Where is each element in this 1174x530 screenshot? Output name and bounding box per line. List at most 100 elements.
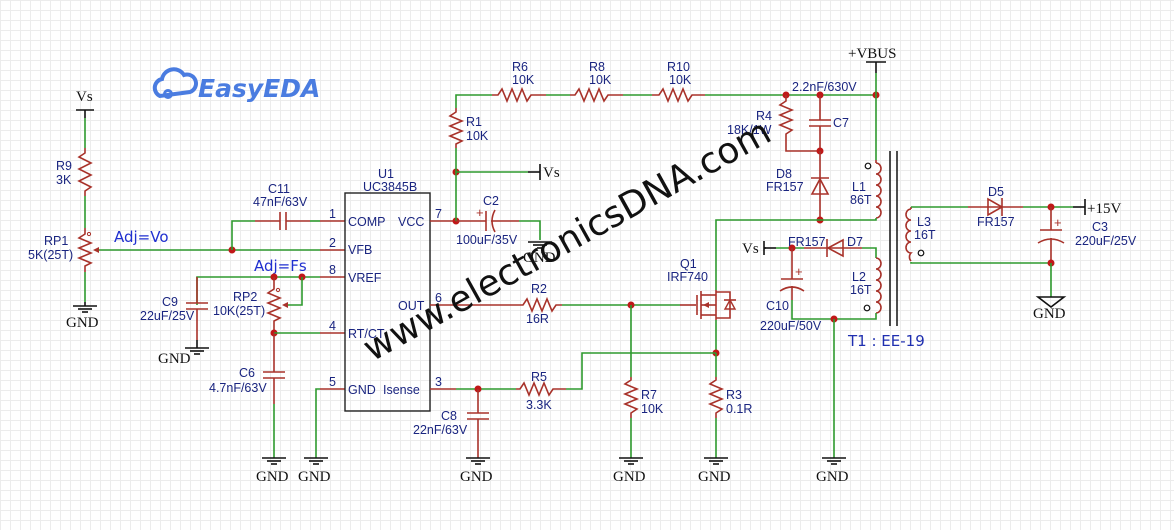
pin-name: VREF <box>348 271 382 285</box>
pin-number: 7 <box>435 207 442 221</box>
ground-symbol: GND <box>816 457 849 485</box>
pin-name: VFB <box>348 243 372 257</box>
rp1-ref: RP1 <box>44 234 68 248</box>
r10-ref: R10 <box>667 60 690 74</box>
pin-number: 1 <box>329 207 336 221</box>
diode-d8[interactable]: D8 FR157 <box>766 151 830 220</box>
gnd-label: GND <box>158 351 191 367</box>
capacitor-c2[interactable]: + C2 100uF/35V <box>456 194 519 247</box>
capacitor-c9[interactable]: C9 22uF/25V <box>140 277 208 340</box>
d8-value: FR157 <box>766 180 804 194</box>
rp2-value: 10K(25T) <box>213 304 265 318</box>
inductor-l1[interactable]: L1 86T <box>850 160 882 219</box>
c2-ref: C2 <box>483 194 499 208</box>
r5-value: 3.3K <box>526 398 552 412</box>
pin-number: 6 <box>435 291 442 305</box>
capacitor-c6[interactable]: C6 4.7nF/63V <box>209 333 285 404</box>
resistor-r9[interactable]: R9 3K <box>56 148 93 196</box>
r8-value: 10K <box>589 73 612 87</box>
diode-d5[interactable]: D5 FR157 <box>968 185 1023 229</box>
pin-number: 2 <box>329 236 336 250</box>
r8-ref: R8 <box>589 60 605 74</box>
net-label-15v: +15V <box>1087 201 1121 217</box>
ground-symbol: GND <box>298 457 331 485</box>
c3-ref: C3 <box>1092 220 1108 234</box>
pin-number: 4 <box>329 319 336 333</box>
capacitor-c8[interactable]: C8 22nF/63V <box>413 389 489 458</box>
pin-name: RT/CT <box>348 327 385 341</box>
d7-ref: D7 <box>847 235 863 249</box>
resistor-r2[interactable]: R2 16R <box>520 282 562 326</box>
logo-text: EasyEDA <box>198 74 320 103</box>
net-label-vbus: +VBUS <box>848 46 896 62</box>
r2-value: 16R <box>526 312 549 326</box>
pin-name: VCC <box>398 215 424 229</box>
d8-ref: D8 <box>776 167 792 181</box>
q1-value: IRF740 <box>667 270 708 284</box>
mosfet-q1[interactable]: Q1 IRF740 <box>667 257 737 320</box>
gnd-label: GND <box>256 469 289 485</box>
u1-ref: U1 <box>378 167 394 181</box>
resistor-r1[interactable]: R1 10K <box>447 108 489 148</box>
c11-ref: C11 <box>268 182 290 196</box>
ground-symbol: GND <box>1033 296 1067 322</box>
d5-ref: D5 <box>988 185 1004 199</box>
gnd-label: GND <box>66 315 99 331</box>
r9-ref: R9 <box>56 159 72 173</box>
resistor-r8[interactable]: R8 10K <box>570 60 623 104</box>
c10-ref: C10 <box>766 299 789 313</box>
r5-ref: R5 <box>531 370 547 384</box>
c8-ref: C8 <box>441 409 457 423</box>
adj-fs-label: Adj=Fs <box>254 257 307 275</box>
capacitor-c3[interactable]: + C3 220uF/25V <box>1037 207 1137 263</box>
d5-value: FR157 <box>977 215 1015 229</box>
c11-value: 47nF/63V <box>253 195 308 209</box>
resistor-r5[interactable]: R5 3.3K <box>516 370 566 412</box>
pin-name: Isense <box>383 383 420 397</box>
pin-number: 8 <box>329 263 336 277</box>
ic-u1[interactable]: U1 UC3845B 1 COMP 2 VFB 8 VREF 4 RT/CT 5… <box>329 167 442 412</box>
cloud-icon <box>152 67 198 99</box>
capacitor-c7[interactable]: 2.2nF/630V C7 <box>792 80 857 151</box>
capacitor-c10[interactable]: + C10 220uF/50V <box>760 248 822 333</box>
d7-value: FR157 <box>788 235 826 249</box>
diode-d7[interactable]: FR157 D7 <box>788 235 863 258</box>
pin-name: GND <box>348 383 376 397</box>
l2-value: 16T <box>850 283 872 297</box>
resistor-r10[interactable]: R10 10K <box>652 60 705 104</box>
r3-value: 0.1R <box>726 402 752 416</box>
r1-value: 10K <box>466 129 489 143</box>
vs-net-aux: Vs <box>742 241 776 257</box>
inductor-l3[interactable]: L3 16T <box>905 207 936 262</box>
resistor-r6[interactable]: R6 10K <box>492 60 546 104</box>
vs-net-left: Vs <box>76 89 94 118</box>
pin-name: COMP <box>348 215 386 229</box>
r6-ref: R6 <box>512 60 528 74</box>
r6-value: 10K <box>512 73 535 87</box>
c9-value: 22uF/25V <box>140 309 195 323</box>
adj-vo-label: Adj=Vo <box>114 228 169 246</box>
c6-value: 4.7nF/63V <box>209 381 267 395</box>
potentiometer-rp1[interactable]: RP1 5K(25T) <box>28 228 99 272</box>
c7-ref: C7 <box>833 116 849 130</box>
c3-value: 220uF/25V <box>1075 234 1137 248</box>
capacitor-c11[interactable]: C11 47nF/63V <box>253 182 310 230</box>
potentiometer-rp2[interactable]: RP2 10K(25T) <box>213 277 288 333</box>
gnd-label: GND <box>523 250 556 266</box>
watermark-text: www.electronicsDNA.com <box>356 111 777 369</box>
vbus-net: +VBUS <box>848 46 896 73</box>
resistor-r7[interactable]: R7 10K <box>622 377 664 418</box>
gnd-label: GND <box>1033 306 1066 322</box>
vs-net-r1: Vs <box>528 164 560 181</box>
ground-symbol: GND <box>613 457 646 485</box>
r4-ref: R4 <box>756 109 772 123</box>
inductor-l2[interactable]: L2 16T <box>850 257 882 314</box>
resistor-r4[interactable]: R4 18K/1W <box>727 95 820 152</box>
plus15v-net: +15V <box>1073 199 1121 217</box>
resistor-r3[interactable]: R3 0.1R <box>707 377 752 418</box>
pin-number: 3 <box>435 375 442 389</box>
c8-value: 22nF/63V <box>413 423 468 437</box>
gnd-label: GND <box>298 469 331 485</box>
c7-value: 2.2nF/630V <box>792 80 857 94</box>
svg-text:+: + <box>795 264 803 279</box>
